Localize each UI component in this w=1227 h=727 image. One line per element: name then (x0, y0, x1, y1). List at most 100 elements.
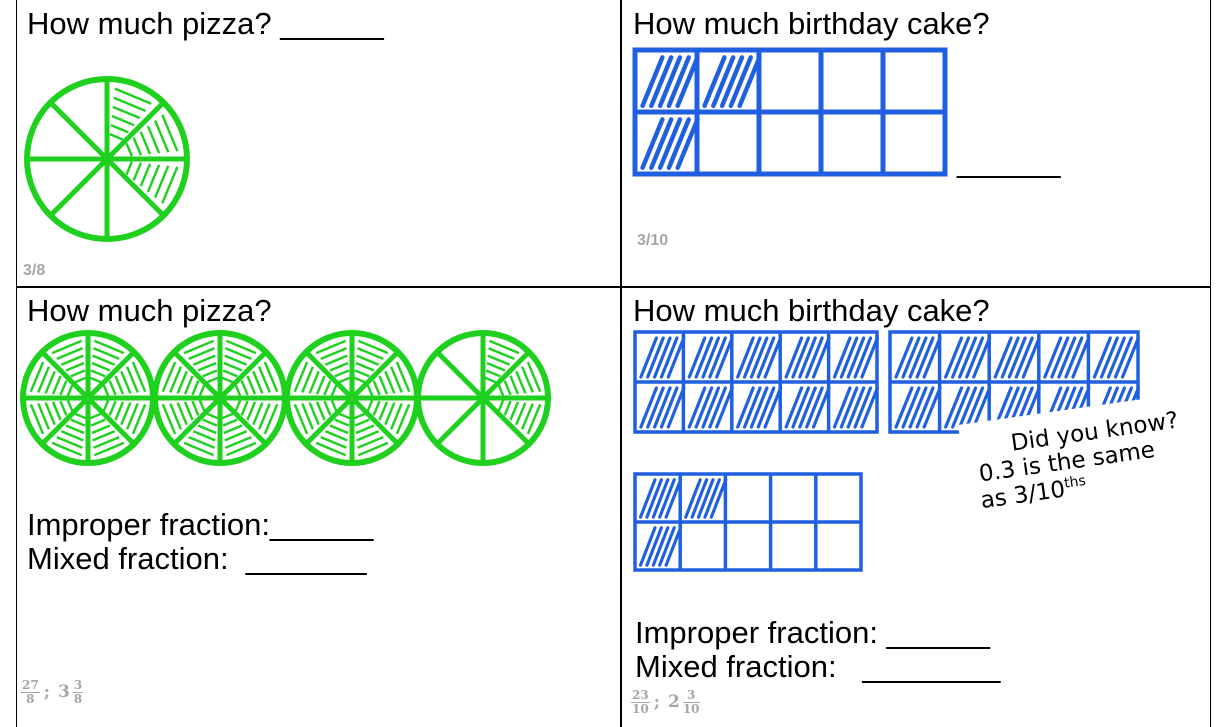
pizza-4-shaded-slice (353, 339, 389, 384)
pizza-5-shaded-slice (484, 339, 520, 384)
cake-4-shaded-cell (638, 526, 683, 567)
pizza-2-shaded-slice (51, 412, 87, 457)
cake-2-shaded-cell (832, 386, 879, 429)
cake-2 (633, 330, 879, 434)
cake-2-shaded-cell (687, 386, 734, 429)
pizza-4-shaded-slice (315, 339, 351, 384)
pizza-3-shaded-slice (183, 339, 219, 384)
pizza-3-shaded-slice (161, 399, 206, 435)
cake-question-1: How much birthday cake? (633, 6, 990, 41)
pizza-1 (24, 76, 190, 242)
pizza-5-shaded-slice (497, 361, 542, 397)
cake-3-shaded-cell (894, 336, 942, 379)
cake-2-shaded-cell (639, 336, 686, 379)
pizza-question-1: How much pizza? ______ (27, 6, 384, 41)
cake-1 (632, 47, 948, 177)
pizza-1-crust (24, 76, 190, 242)
pizza-4-cut-line (304, 350, 354, 400)
pizza-figures-2 (20, 330, 551, 466)
pizza-4-shaded-slice (353, 412, 389, 457)
pizza-4-cut-line (304, 396, 354, 446)
pizza-3 (152, 330, 288, 466)
cake-2-shaded-cell (784, 386, 831, 429)
pizza-2-shaded-slice (102, 361, 147, 397)
pizza-5 (415, 330, 551, 466)
pizza-2-cut-line (40, 396, 90, 446)
pizza-2-shaded-slice (89, 339, 125, 384)
pizza-2-cut-line (40, 350, 90, 400)
cake-2-shaded-cell (832, 336, 879, 379)
pizza-3-shaded-slice (234, 399, 279, 435)
improper-fraction-label-1: Improper fraction:______ (27, 507, 374, 542)
cake-answer-blank-1: ______ (957, 144, 1061, 179)
pizza-1-cut-line (105, 157, 166, 218)
pizza-2 (20, 330, 156, 466)
pizza-5-shaded-slice (497, 399, 542, 435)
pizza-2-cut-line (86, 396, 136, 446)
pizza-2-shaded-slice (29, 361, 74, 397)
pizza-1-cut-line (48, 100, 109, 161)
pizza-4-shaded-slice (293, 361, 338, 397)
cake-figure-1 (632, 47, 948, 177)
cake-1-shaded-cell (640, 55, 700, 109)
pizza-2-shaded-slice (51, 339, 87, 384)
question-cell-cake-1: How much birthday cake? ______ 3/10 (620, 0, 1211, 288)
pizza-5-cut-line (481, 396, 531, 446)
pizza-2-cut-line (86, 350, 136, 400)
pizza-2-shaded-slice (89, 412, 125, 457)
improper-fraction-label-2: Improper fraction: ______ (635, 615, 990, 650)
cake-4-shaded-cell (638, 478, 683, 519)
pizza-1-shaded-slice (125, 161, 179, 204)
pizza-4-shaded-slice (293, 399, 338, 435)
cake-2-shaded-cell (736, 386, 783, 429)
pizza-4 (284, 330, 420, 466)
cake-2-shaded-cell (784, 336, 831, 379)
pizza-3-cut-line (218, 396, 268, 446)
cake-question-2: How much birthday cake? (633, 293, 990, 328)
cake-2-shaded-cell (687, 336, 734, 379)
answer-cake-1: 3/10 (637, 232, 669, 249)
pizza-figure-1 (24, 76, 190, 242)
cake-2-shaded-cell (736, 336, 783, 379)
pizza-question-2: How much pizza? (27, 293, 272, 328)
pizza-5-cut-line (435, 350, 485, 400)
pizza-3-shaded-slice (161, 361, 206, 397)
pizza-5-cut-line (435, 396, 485, 446)
cake-2-shaded-cell (639, 386, 686, 429)
cake-1-shaded-cell (702, 55, 762, 109)
pizza-1-shaded-slice (125, 114, 179, 157)
pizza-4-shaded-slice (315, 412, 351, 457)
cake-1-shaded-cell (640, 117, 700, 171)
pizza-5-cut-line (481, 350, 531, 400)
cake-3-shaded-cell (944, 386, 992, 429)
pizza-3-cut-line (172, 350, 222, 400)
mixed-fraction-label-1: Mixed fraction: _______ (27, 541, 367, 576)
pizza-3-shaded-slice (221, 339, 257, 384)
pizza-2-shaded-slice (102, 399, 147, 435)
cake-3-shaded-cell (1092, 336, 1140, 379)
cake-4 (633, 472, 863, 572)
question-cell-cake-2: How much birthday cake? Improper fractio… (620, 286, 1211, 727)
pizza-3-shaded-slice (221, 412, 257, 457)
mixed-fraction-label-2: Mixed fraction: ________ (635, 649, 1001, 684)
pizza-4-shaded-slice (366, 399, 411, 435)
pizza-4-shaded-slice (366, 361, 411, 397)
cake-3-shaded-cell (1043, 336, 1091, 379)
question-cell-pizza-2: How much pizza? Improper fraction:______… (16, 286, 622, 727)
cake-3-shaded-cell (944, 336, 992, 379)
cake-3-shaded-cell (894, 386, 942, 429)
cake-4-shaded-cell (684, 478, 728, 519)
pizza-1-cut-line (48, 157, 109, 218)
pizza-1-shaded-slice (109, 87, 152, 141)
pizza-1-cut-line (105, 100, 166, 161)
answer-pizza-1: 3/8 (23, 262, 46, 279)
pizza-4-cut-line (350, 350, 400, 400)
pizza-3-cut-line (172, 396, 222, 446)
pizza-3-shaded-slice (234, 361, 279, 397)
pizza-3-shaded-slice (183, 412, 219, 457)
pizza-2-shaded-slice (29, 399, 74, 435)
pizza-3-cut-line (218, 350, 268, 400)
did-you-know-note: Did you know? 0.3 is the same as 3/10ths (958, 396, 1186, 600)
